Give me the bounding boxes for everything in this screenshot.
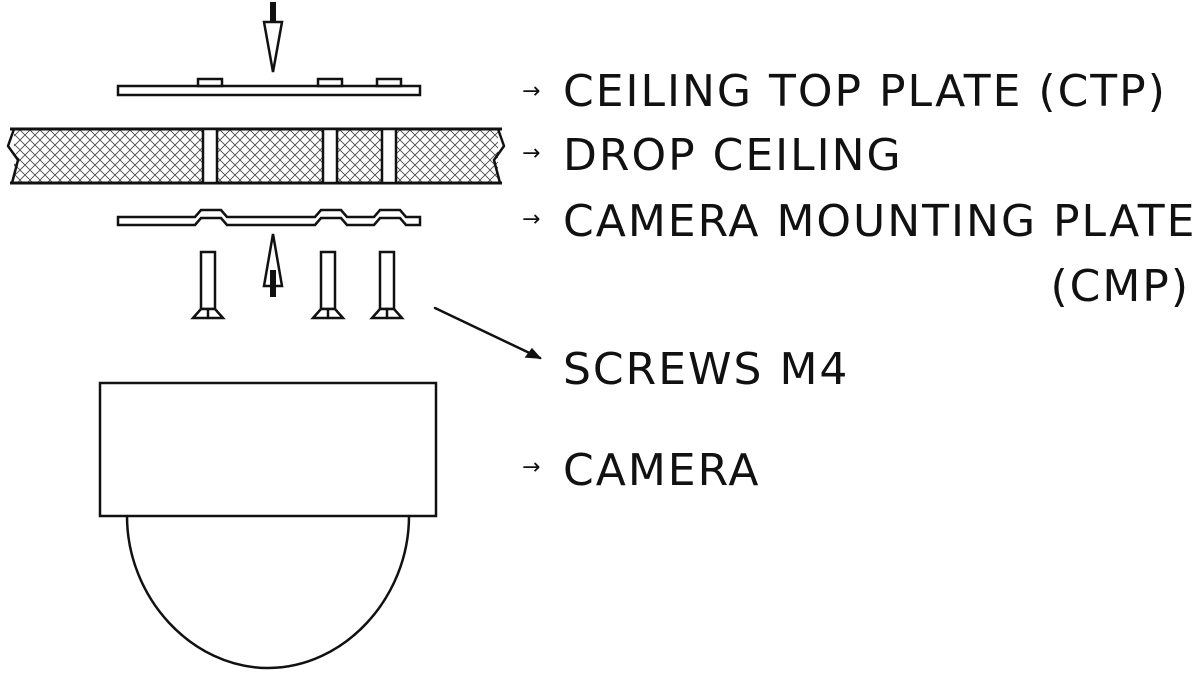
- label-pointer-arrow: →: [522, 79, 540, 104]
- label-camera-mounting-plate-abbr: (CMP): [1050, 261, 1190, 312]
- screw: [310, 250, 346, 320]
- drop-ceiling: [6, 127, 506, 185]
- camera: [98, 381, 438, 670]
- label-drop-ceiling: DROP CEILING: [563, 130, 903, 181]
- up-arrow-icon: [262, 233, 284, 297]
- down-arrow-icon: [262, 2, 284, 73]
- label-pointer-arrow: →: [522, 207, 540, 232]
- label-pointer-arrow: →: [522, 141, 540, 166]
- screw: [190, 250, 226, 320]
- screws-leader-arrow: [433, 306, 542, 360]
- label-screws: SCREWS M4: [563, 344, 849, 395]
- camera-mounting-plate: [116, 208, 422, 227]
- label-pointer-arrow: →: [522, 455, 540, 480]
- label-camera: CAMERA: [563, 445, 760, 496]
- label-camera-mounting-plate: CAMERA MOUNTING PLATE: [563, 196, 1196, 247]
- ceiling-top-plate: [116, 77, 422, 97]
- screw: [369, 250, 405, 320]
- label-ceiling-top-plate: CEILING TOP PLATE (CTP): [563, 66, 1167, 117]
